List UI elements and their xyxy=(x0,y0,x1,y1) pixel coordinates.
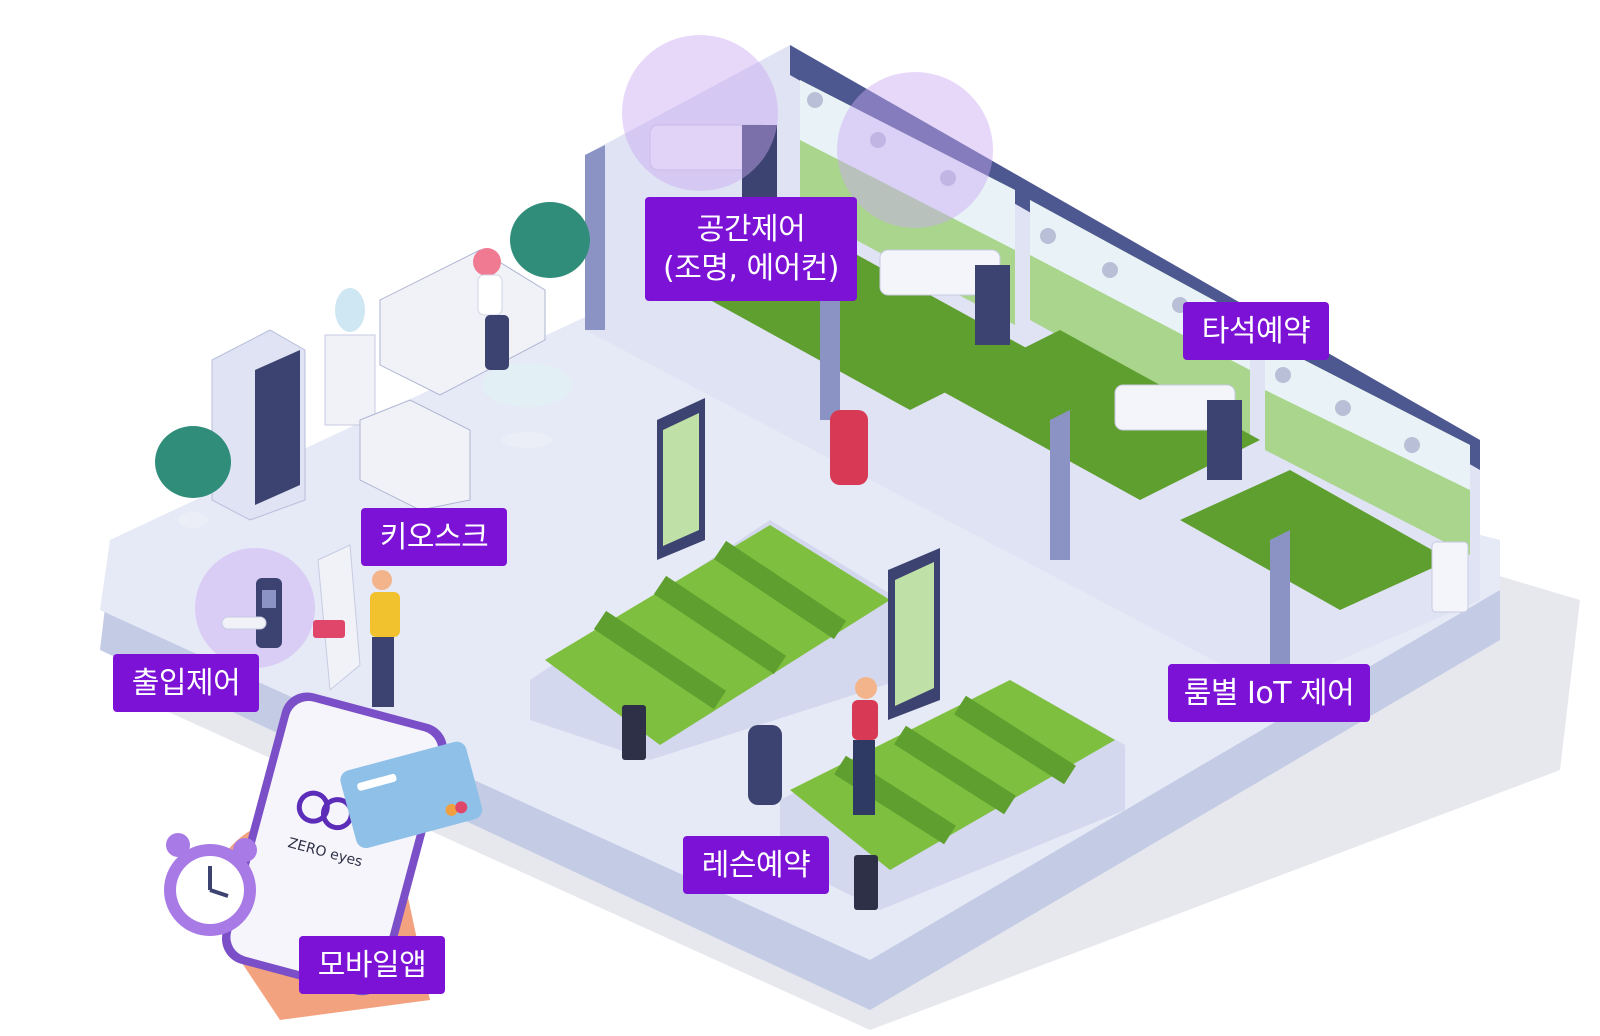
room-iot-label: 룸별 IoT 제어 xyxy=(1168,664,1370,722)
alarm-clock-icon xyxy=(164,833,257,936)
mobile-app-illustration: ZERO eyes xyxy=(164,692,483,1020)
credit-card-icon xyxy=(340,741,483,849)
practice-mats xyxy=(530,398,1125,910)
space-control-label: 공간제어 (조명, 에어컨) xyxy=(645,197,857,301)
access-control-highlight xyxy=(195,548,315,668)
lesson-booking-label: 레슨예약 xyxy=(683,836,829,894)
mobile-app-label: 모바일앱 xyxy=(299,936,445,994)
space-control-highlight xyxy=(622,35,778,191)
bay-booking-label: 타석예약 xyxy=(1183,302,1329,360)
access-control-label: 출입제어 xyxy=(113,654,259,712)
kiosk-label: 키오스크 xyxy=(361,508,507,566)
space-control-title: 공간제어 xyxy=(696,212,806,247)
access-lock-icon xyxy=(221,578,282,648)
space-control-subtitle: (조명, 에어컨) xyxy=(663,251,839,286)
space-control-highlight xyxy=(837,72,993,228)
lounge-area xyxy=(155,202,590,528)
entrance-kiosk xyxy=(313,544,400,707)
